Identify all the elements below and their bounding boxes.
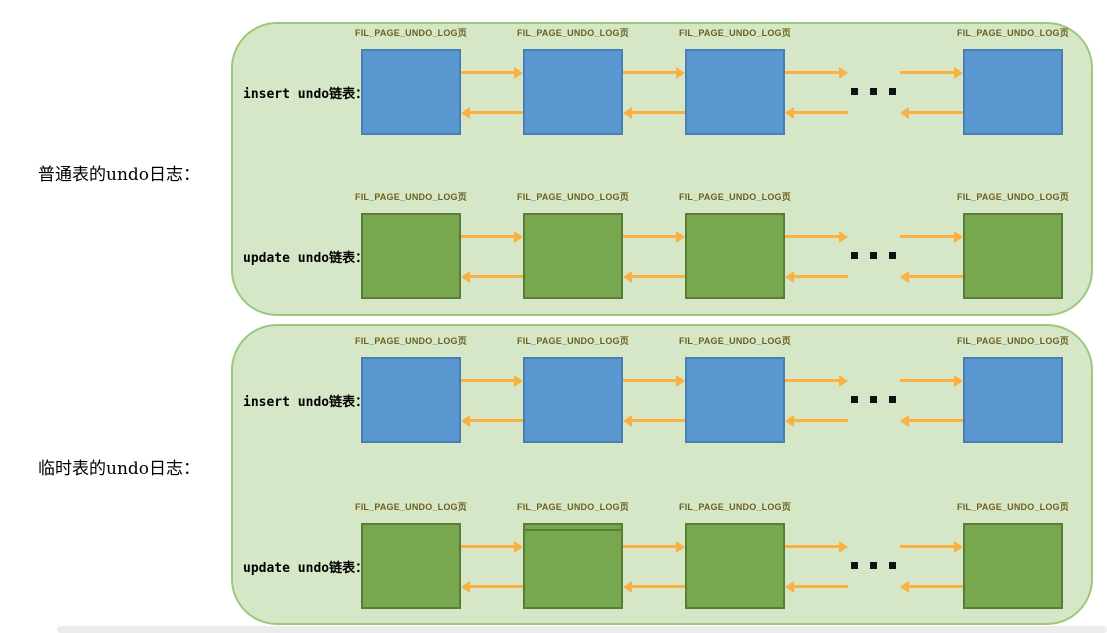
undo-page-box (361, 357, 461, 443)
page-title: FIL_PAGE_UNDO_LOG页 (517, 502, 629, 512)
undo-page-box (685, 213, 785, 299)
page-title: FIL_PAGE_UNDO_LOG页 (355, 28, 467, 38)
next-page-arrow-icon (461, 374, 523, 387)
prev-page-arrow-icon (900, 270, 963, 283)
undo-chain-row-update-temp: update undo链表： FIL_PAGE_UNDO_LOG页 FIL_PA… (231, 497, 1093, 609)
prev-page-arrow-icon (461, 580, 523, 593)
undo-page-box (523, 213, 623, 299)
undo-page-box (523, 523, 623, 609)
next-page-arrow-icon (900, 230, 963, 243)
undo-page-box (963, 49, 1063, 135)
next-page-arrow-icon (785, 540, 848, 553)
next-page-arrow-icon (785, 230, 848, 243)
page-title: FIL_PAGE_UNDO_LOG页 (957, 28, 1069, 38)
prev-page-arrow-icon (461, 270, 523, 283)
next-page-arrow-icon (623, 374, 685, 387)
undo-page-box (361, 213, 461, 299)
page-title: FIL_PAGE_UNDO_LOG页 (517, 192, 629, 202)
prev-page-arrow-icon (785, 270, 848, 283)
undo-page-box (963, 213, 1063, 299)
prev-page-arrow-icon (785, 414, 848, 427)
next-page-arrow-icon (623, 540, 685, 553)
ellipsis-dots-icon (851, 396, 896, 403)
prev-page-arrow-icon (623, 580, 685, 593)
ellipsis-dots-icon (851, 252, 896, 259)
undo-page-box (685, 49, 785, 135)
prev-page-arrow-icon (900, 414, 963, 427)
undo-page-box (685, 357, 785, 443)
undo-page-box (685, 523, 785, 609)
bottom-strip (57, 626, 1107, 633)
undo-page-box (523, 357, 623, 443)
next-page-arrow-icon (900, 66, 963, 79)
prev-page-arrow-icon (623, 270, 685, 283)
page-title: FIL_PAGE_UNDO_LOG页 (957, 502, 1069, 512)
prev-page-arrow-icon (623, 106, 685, 119)
next-page-arrow-icon (623, 66, 685, 79)
section-label-normal-table: 普通表的undo日志： (38, 165, 201, 185)
next-page-arrow-icon (900, 374, 963, 387)
page-title: FIL_PAGE_UNDO_LOG页 (679, 192, 791, 202)
next-page-arrow-icon (461, 66, 523, 79)
chain-label: insert undo链表： (243, 86, 369, 102)
undo-chain-row-update-normal: update undo链表： FIL_PAGE_UNDO_LOG页 FIL_PA… (231, 187, 1093, 299)
prev-page-arrow-icon (785, 580, 848, 593)
next-page-arrow-icon (900, 540, 963, 553)
next-page-arrow-icon (461, 230, 523, 243)
undo-chain-row-insert-normal: insert undo链表： FIL_PAGE_UNDO_LOG页 FIL_PA… (231, 23, 1093, 135)
undo-page-box (523, 49, 623, 135)
chain-label: update undo链表： (243, 250, 369, 266)
page-title: FIL_PAGE_UNDO_LOG页 (679, 28, 791, 38)
page-title: FIL_PAGE_UNDO_LOG页 (957, 336, 1069, 346)
page-title: FIL_PAGE_UNDO_LOG页 (517, 28, 629, 38)
undo-page-box (361, 49, 461, 135)
prev-page-arrow-icon (900, 106, 963, 119)
next-page-arrow-icon (785, 374, 848, 387)
page-title: FIL_PAGE_UNDO_LOG页 (517, 336, 629, 346)
chain-label: insert undo链表： (243, 394, 369, 410)
prev-page-arrow-icon (623, 414, 685, 427)
page-title: FIL_PAGE_UNDO_LOG页 (355, 336, 467, 346)
section-label-temp-table: 临时表的undo日志： (38, 459, 201, 479)
undo-page-box (361, 523, 461, 609)
prev-page-arrow-icon (461, 414, 523, 427)
page-title: FIL_PAGE_UNDO_LOG页 (679, 336, 791, 346)
prev-page-arrow-icon (785, 106, 848, 119)
undo-page-box (963, 523, 1063, 609)
page-top-line (525, 529, 621, 531)
undo-page-box (963, 357, 1063, 443)
page-title: FIL_PAGE_UNDO_LOG页 (355, 502, 467, 512)
page-title: FIL_PAGE_UNDO_LOG页 (355, 192, 467, 202)
prev-page-arrow-icon (461, 106, 523, 119)
next-page-arrow-icon (623, 230, 685, 243)
ellipsis-dots-icon (851, 88, 896, 95)
prev-page-arrow-icon (900, 580, 963, 593)
undo-chain-row-insert-temp: insert undo链表： FIL_PAGE_UNDO_LOG页 FIL_PA… (231, 331, 1093, 443)
page-title: FIL_PAGE_UNDO_LOG页 (679, 502, 791, 512)
ellipsis-dots-icon (851, 562, 896, 569)
next-page-arrow-icon (461, 540, 523, 553)
next-page-arrow-icon (785, 66, 848, 79)
page-title: FIL_PAGE_UNDO_LOG页 (957, 192, 1069, 202)
chain-label: update undo链表： (243, 560, 369, 576)
